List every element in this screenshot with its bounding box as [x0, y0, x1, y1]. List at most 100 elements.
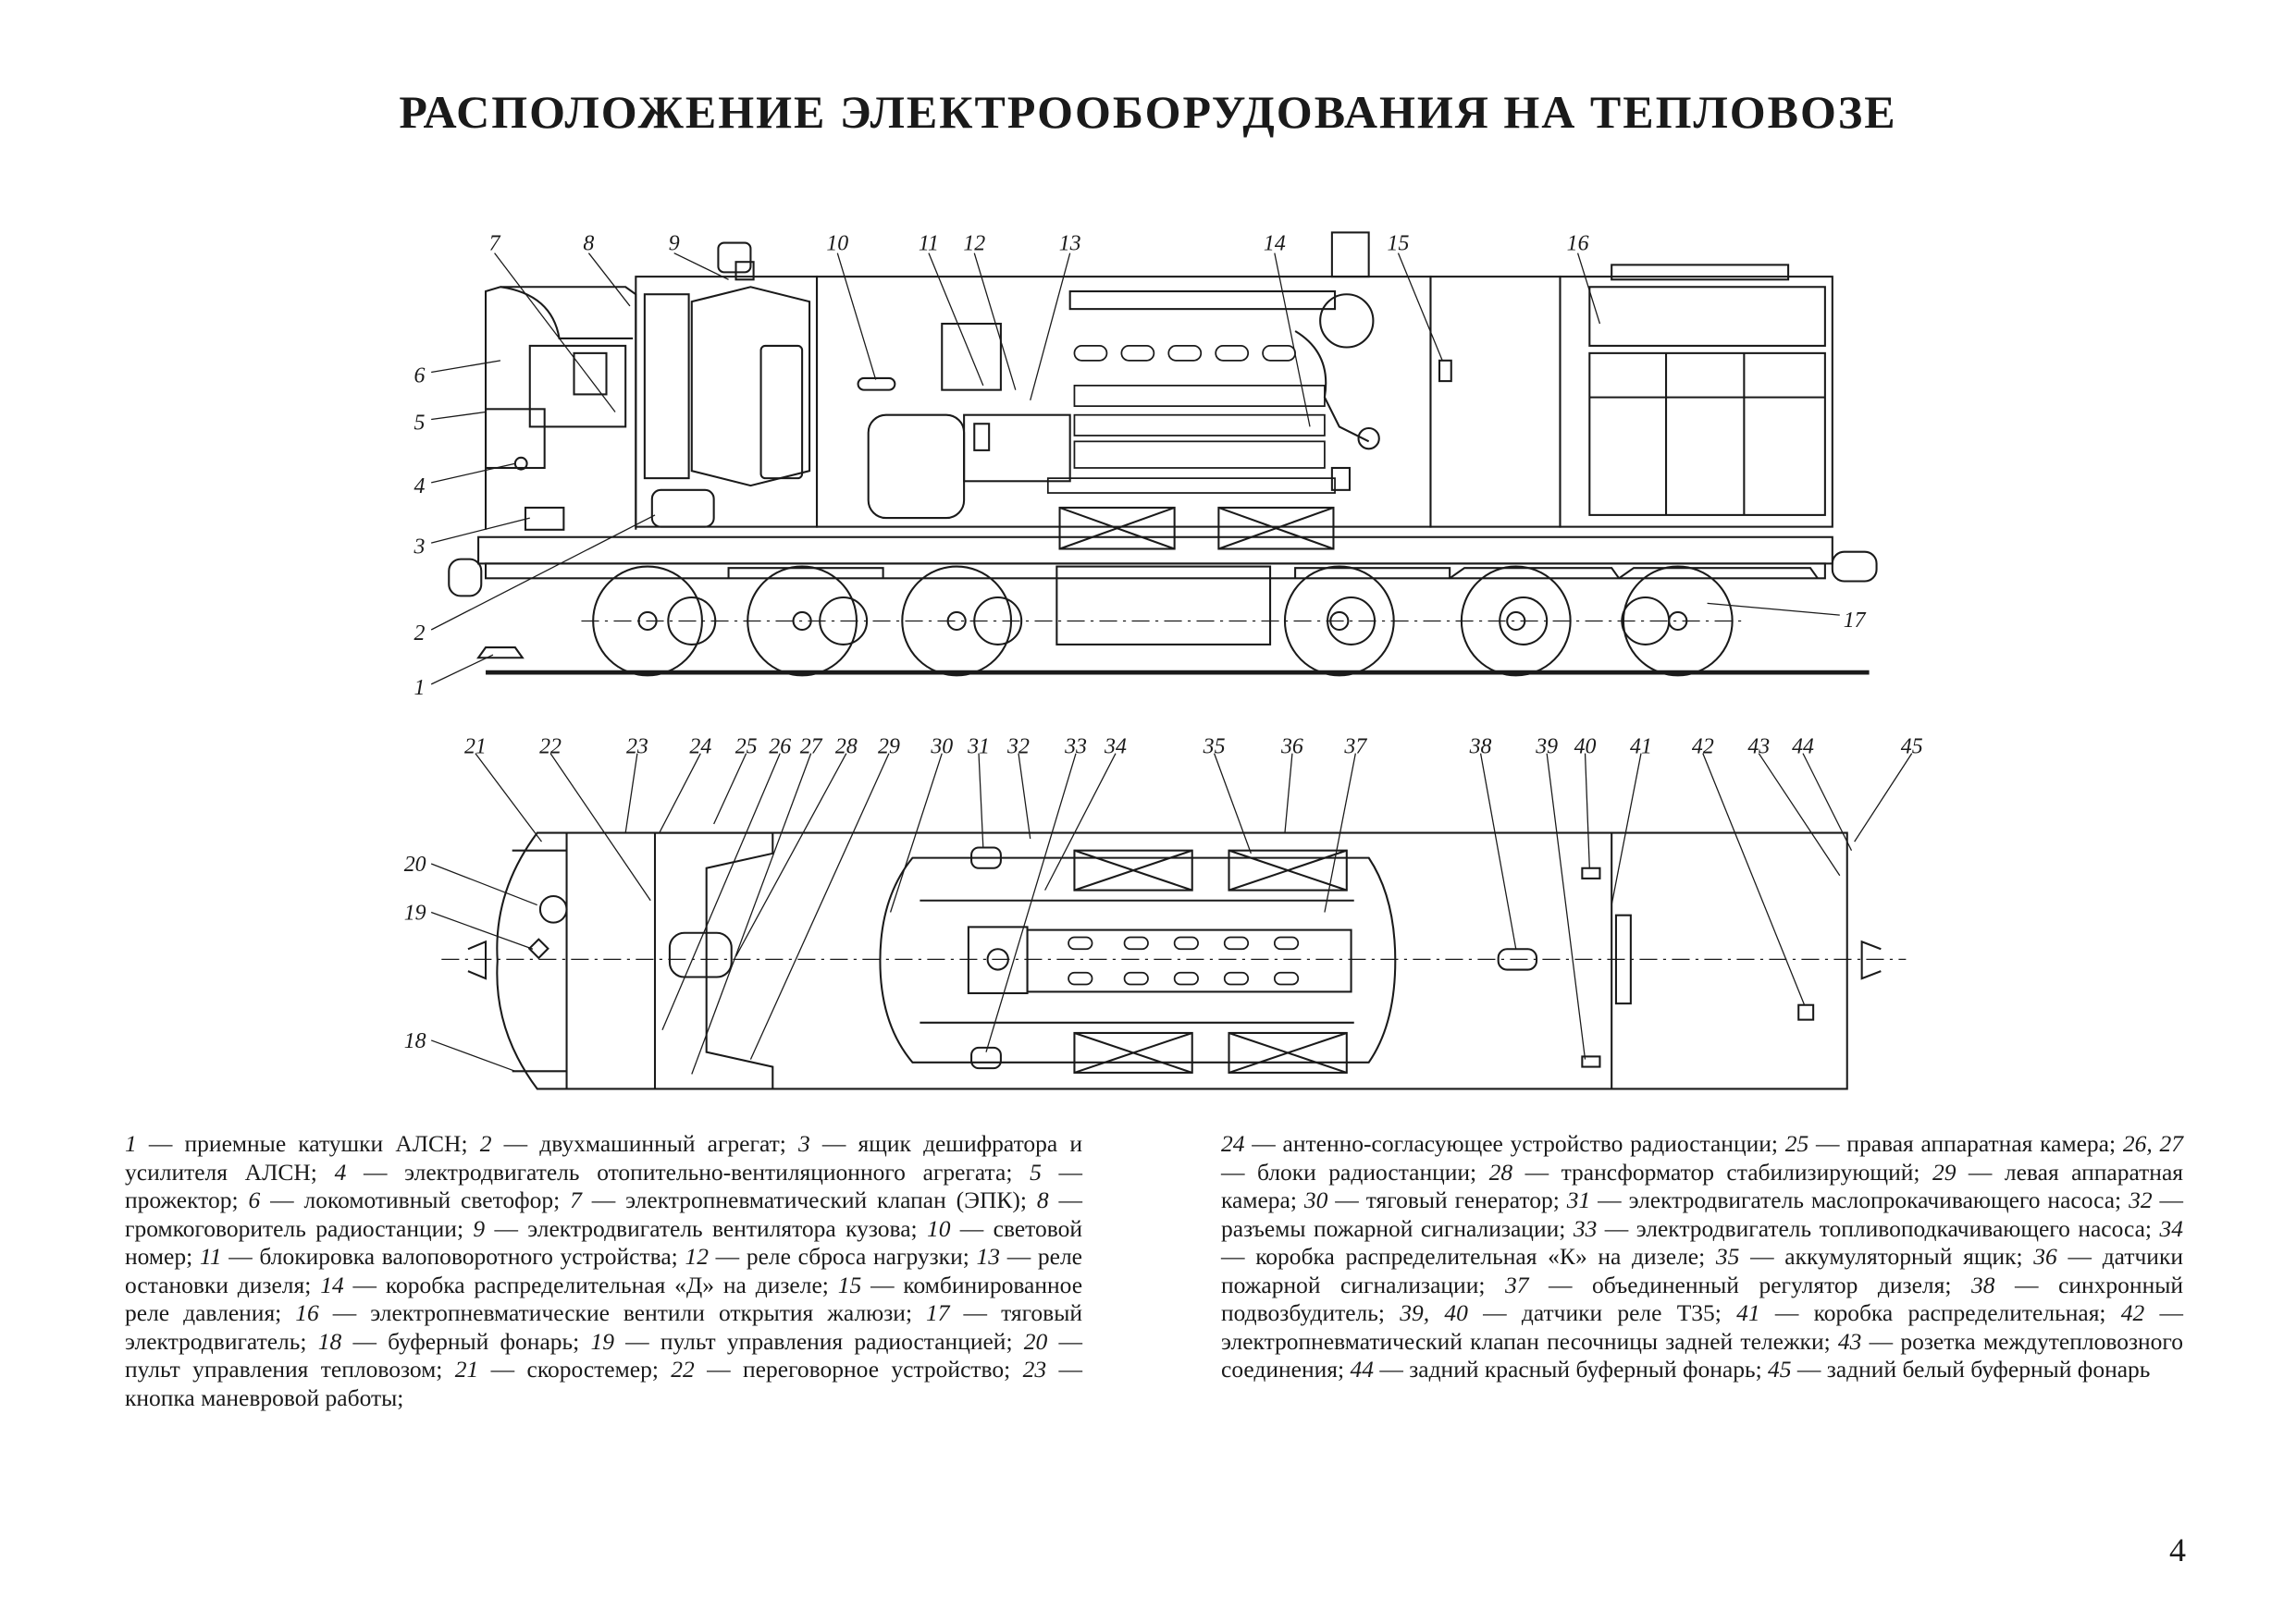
legend-left-column: 1 — приемные катушки АЛСН; 2 — двухмашин… [125, 1130, 1082, 1412]
callout-label: 36 [1280, 735, 1303, 759]
legend-item-text: — датчики пожарной сигнализации; [1221, 1243, 2183, 1298]
callout-label: 33 [1064, 735, 1087, 759]
legend-item-number: 11 [199, 1243, 222, 1270]
callout-label: 45 [1901, 735, 1923, 759]
legend-item-text: — пульт управления тепловозом; [125, 1327, 1083, 1383]
callout-label: 10 [826, 231, 848, 255]
legend-item-text: — комбинированное реле давления; [125, 1271, 1083, 1327]
callout-label: 38 [1469, 735, 1492, 759]
legend-item-text: — кнопка маневровой работы; [125, 1356, 1082, 1411]
legend-item-text: — электродвигатель топливоподкачивающего… [1597, 1214, 2160, 1242]
callout-label: 31 [967, 735, 990, 759]
legend-item-text: — коробка распределительная «Д» на дизел… [343, 1271, 838, 1298]
legend-item-text: — антенно-согласующее устройство радиост… [1244, 1130, 1785, 1157]
callout-label: 44 [1792, 735, 1814, 759]
legend-item-number: 14 [320, 1271, 344, 1298]
legend-item-number: 32 [2129, 1187, 2153, 1213]
callout-label: 40 [1574, 735, 1597, 759]
legend-item-number: 13 [976, 1243, 1001, 1270]
legend-item-number: 1 [125, 1130, 137, 1157]
legend-item-text: — розетка междутепловозного соединения; [1221, 1327, 2183, 1383]
legend-item-number: 17 [926, 1299, 950, 1326]
callout-label: 16 [1567, 231, 1589, 255]
legend-item-number: 18 [317, 1327, 342, 1355]
legend-item-number: 4 [334, 1158, 347, 1186]
legend-item-number: 42 [2120, 1299, 2145, 1326]
page-title: РАСПОЛОЖЕНИЕ ЭЛЕКТРООБОРУДОВАНИЯ НА ТЕПЛ… [399, 86, 1897, 138]
callout-label: 12 [963, 231, 985, 255]
legend-item-text: — тяговый генератор; [1327, 1187, 1567, 1213]
callout-label: 27 [800, 735, 823, 759]
legend-item-text: — трансформатор стабилизирующий; [1512, 1158, 1932, 1186]
callout-label: 5 [414, 412, 425, 436]
callout-label: 13 [1059, 231, 1081, 255]
legend-item-number: 6 [248, 1187, 261, 1213]
side-view: 7 8 9 10 11 12 13 14 15 16 6 5 4 3 2 1 1… [413, 231, 1878, 700]
callout-label: 39 [1535, 735, 1558, 759]
legend-item-text: — реле остановки дизеля; [125, 1243, 1082, 1298]
callout-label: 35 [1203, 735, 1226, 759]
legend-item-number: 21 [454, 1356, 479, 1383]
callout-label: 34 [1104, 735, 1127, 759]
legend-item-number: 45 [1768, 1356, 1792, 1383]
callout-label: 15 [1388, 231, 1410, 255]
callout-label: 20 [404, 853, 426, 877]
legend-item-text: — реле сброса нагрузки; [708, 1243, 977, 1270]
legend-item-number: 29 [1932, 1158, 1957, 1186]
callout-label: 29 [878, 735, 900, 759]
legend-item-text: — буферный фонарь; [341, 1327, 591, 1355]
legend-item-number: 3 [798, 1130, 810, 1157]
callout-label: 37 [1343, 735, 1367, 759]
legend-item-number: 31 [1566, 1187, 1591, 1213]
legend-item-number: 34 [2159, 1214, 2184, 1242]
legend-item-text: — электропневматические вентили открытия… [318, 1299, 927, 1326]
callout-label: 8 [583, 231, 594, 255]
legend-item-number: 37 [1504, 1271, 1529, 1298]
legend-item-text: — электродвигатель отопительно-вентиляци… [346, 1158, 1031, 1186]
legend-item-number: 25 [1784, 1130, 1809, 1157]
callout-label: 11 [919, 231, 939, 255]
legend-item-text: — разъемы пожарной сигнализации; [1221, 1187, 2183, 1242]
legend-item-number: 28 [1488, 1158, 1513, 1186]
legend-item-number: 9 [473, 1214, 486, 1242]
callout-label: 2 [414, 621, 425, 646]
legend-item-text: — коробка распределительная «К» на дизел… [1221, 1243, 1716, 1270]
legend-item-number: 19 [590, 1327, 614, 1355]
legend-item-text: — синхронный подвозбудитель; [1221, 1271, 2183, 1327]
legend-item-text: — локомотивный светофор; [260, 1187, 571, 1213]
callout-label: 7 [489, 231, 501, 255]
legend-item-text: — двухмашинный агрегат; [491, 1130, 798, 1157]
legend-item-number: 39, 40 [1400, 1299, 1468, 1326]
callout-label: 18 [404, 1029, 426, 1053]
callout-label: 21 [464, 735, 487, 759]
legend-item-text: — блокировка валоповоротного устройства; [221, 1243, 685, 1270]
legend-item-text: — датчики реле Т35; [1467, 1299, 1737, 1326]
callout-label: 6 [414, 364, 425, 388]
legend-item-number: 20 [1023, 1327, 1048, 1355]
legend-item-number: 2 [479, 1130, 492, 1157]
legend-item-number: 26, 27 [2122, 1130, 2184, 1157]
legend-item-text: — задний красный буферный фонарь; [1373, 1356, 1769, 1383]
legend-item-text: — блоки радиостанции; [1221, 1158, 1489, 1186]
legend-item-number: 24 [1221, 1130, 1245, 1157]
callout-label: 17 [1844, 609, 1867, 633]
callout-label: 9 [669, 231, 680, 255]
callout-label: 1 [414, 676, 425, 700]
legend-item-number: 5 [1030, 1158, 1042, 1186]
legend-item-number: 7 [570, 1187, 582, 1213]
legend-item-text: — правая аппаратная камера; [1808, 1130, 2123, 1157]
callout-label: 23 [626, 735, 648, 759]
legend-item-text: — скоростемер; [478, 1356, 672, 1383]
callout-label: 24 [689, 735, 711, 759]
legend-item-text: — прожектор; [125, 1158, 1082, 1214]
callout-label: 14 [1264, 231, 1286, 255]
legend-item-number: 41 [1736, 1299, 1760, 1326]
legend-item-number: 23 [1022, 1356, 1047, 1383]
legend-item-text: — переговорное устройство; [694, 1356, 1023, 1383]
legend-item-number: 8 [1036, 1187, 1049, 1213]
legend-item-text: — коробка распределительная; [1759, 1299, 2121, 1326]
callout-label: 32 [1006, 735, 1030, 759]
legend-item-text: — пульт управления радиостанцией; [613, 1327, 1024, 1355]
legend-item-text: — электродвигатель вентилятора кузова; [485, 1214, 927, 1242]
